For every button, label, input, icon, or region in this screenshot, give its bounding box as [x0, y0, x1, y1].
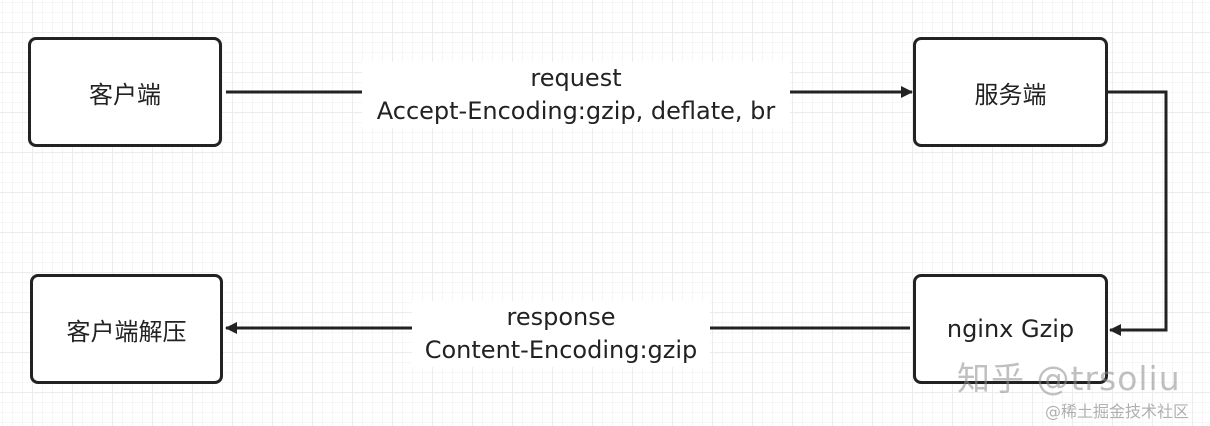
client-decompress-node[interactable]: 客户端解压 — [30, 274, 223, 384]
server-node[interactable]: 服务端 — [913, 37, 1108, 147]
nginx-gzip-node-label: nginx Gzip — [946, 315, 1075, 343]
zhihu-watermark: 知乎 @trsoliu — [957, 359, 1181, 398]
request-label-title: request — [530, 64, 622, 92]
response-label: response Content-Encoding:gzip — [412, 301, 710, 367]
server-node-label: 服务端 — [974, 80, 1047, 109]
juejin-watermark: @稀土掘金技术社区 — [1045, 402, 1190, 421]
nginx-gzip-node[interactable]: nginx Gzip — [913, 274, 1108, 384]
response-label-title: response — [506, 303, 616, 331]
client-node-label: 客户端 — [89, 80, 161, 109]
response-label-header: Content-Encoding:gzip — [424, 336, 698, 364]
request-label-header: Accept-Encoding:gzip, deflate, br — [376, 97, 776, 125]
client-decompress-node-label: 客户端解压 — [66, 317, 187, 346]
client-node[interactable]: 客户端 — [28, 37, 222, 147]
request-label: request Accept-Encoding:gzip, deflate, b… — [362, 62, 790, 128]
server-to-nginx-arrow — [1108, 90, 1168, 336]
